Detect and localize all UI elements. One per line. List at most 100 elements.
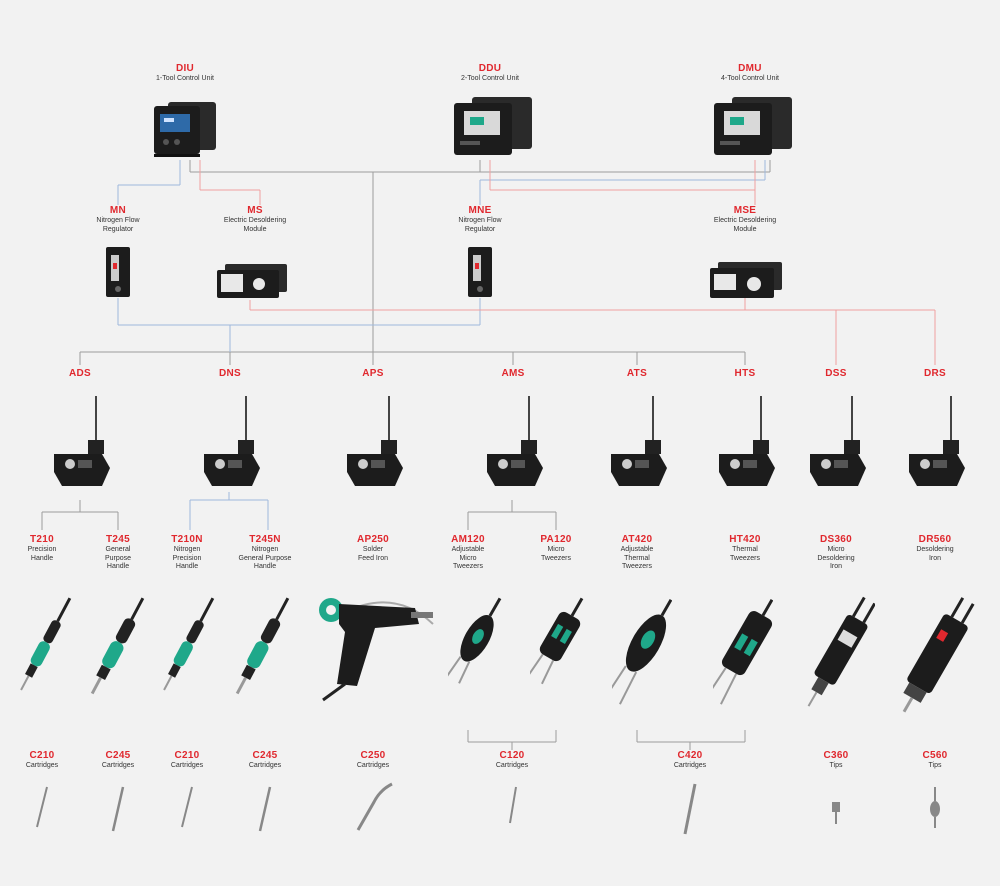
control-unit-ddu: DDU 2-Tool Control Unit: [430, 63, 550, 84]
c560-tip-image: [930, 787, 940, 828]
handle-code: DR560: [918, 534, 952, 545]
stand-code: ATS: [626, 368, 648, 379]
handle-ht420: HT420 Thermal Tweezers: [685, 534, 805, 563]
ms-module-image: [217, 264, 287, 298]
handle-code: AM120: [451, 534, 485, 545]
cartridge-code: C245: [105, 750, 131, 761]
cartridge-c360: C360 Tips: [776, 750, 896, 771]
cartridge-c250: C250 Cartridges: [313, 750, 433, 771]
stand-ads: ADS: [20, 368, 140, 380]
ads-stand-image: [54, 396, 110, 486]
cartridge-code: C420: [677, 750, 703, 761]
handle-am120: AM120 Adjustable Micro Tweezers: [408, 534, 528, 572]
unit-code: DDU: [478, 63, 502, 74]
c250-cartridge-image: [356, 782, 393, 831]
stand-ams: AMS: [453, 368, 573, 380]
module-code: MS: [247, 205, 263, 216]
handle-pa120: PA120 Micro Tweezers: [496, 534, 616, 563]
mse-module-image: [710, 262, 782, 298]
handle-ap250: AP250 Solder Feed Iron: [313, 534, 433, 563]
module-ms: MS Electric Desoldering Module: [195, 205, 315, 234]
cartridge-code: C360: [823, 750, 849, 761]
diu-station-image: [154, 102, 216, 157]
handle-code: HT420: [729, 534, 761, 545]
cartridge-c120: C120 Cartridges: [452, 750, 572, 771]
cartridge-desc: Cartridges: [101, 762, 135, 769]
module-desc: Electric Desoldering Module: [223, 217, 287, 233]
am120-tweezers-image: [448, 597, 502, 684]
ap250-iron-image: [319, 598, 434, 702]
t245-handle-image: [90, 597, 145, 695]
module-code: MN: [109, 205, 127, 216]
hts-stand-image: [719, 396, 775, 486]
handle-at420: AT420 Adjustable Thermal Tweezers: [577, 534, 697, 572]
control-unit-diu: DIU 1-Tool Control Unit: [125, 63, 245, 84]
stand-code: DSS: [825, 368, 847, 379]
cartridge-code: C250: [360, 750, 386, 761]
c360-tip-image: [832, 802, 840, 824]
c210-cartridge-image: [36, 786, 48, 828]
c245-n-cartridge-image: [258, 786, 272, 832]
cartridge-desc: Tips: [829, 762, 843, 769]
cartridge-code: C210: [174, 750, 200, 761]
c210-n-cartridge-image: [181, 786, 193, 828]
handle-code: T245: [106, 534, 130, 545]
unit-code: DIU: [175, 63, 195, 74]
pa120-tweezers-image: [530, 597, 584, 685]
stand-dss: DSS: [776, 368, 896, 380]
module-desc: Electric Desoldering Module: [713, 217, 777, 233]
handle-code: AT420: [621, 534, 653, 545]
ddu-station-image: [454, 97, 532, 155]
cartridge-code: C245: [252, 750, 278, 761]
stand-code: APS: [362, 368, 384, 379]
handle-t210: T210 Precision Handle: [0, 534, 102, 563]
handle-desc: Nitrogen Precision Handle: [172, 546, 202, 570]
cartridge-desc: Cartridges: [248, 762, 282, 769]
mne-module-image: [468, 247, 492, 297]
stand-code: DRS: [923, 368, 946, 379]
module-code: MSE: [733, 205, 757, 216]
handle-desc: Thermal Tweezers: [730, 546, 760, 562]
cartridge-desc: Cartridges: [495, 762, 529, 769]
c245-cartridge-image: [111, 786, 125, 832]
dns-stand-image: [204, 396, 260, 486]
ds360-iron-image: [807, 596, 875, 707]
handle-desc: Adjustable Thermal Tweezers: [620, 546, 654, 570]
handle-desc: Nitrogen General Purpose Handle: [238, 546, 292, 570]
handle-desc: Adjustable Micro Tweezers: [451, 546, 485, 570]
cartridge-desc: Cartridges: [170, 762, 204, 769]
dss-stand-image: [810, 396, 866, 486]
stand-hts: HTS: [685, 368, 805, 380]
handle-desc: Desoldering Iron: [916, 546, 954, 562]
stand-code: AMS: [501, 368, 525, 379]
cartridge-c420: C420 Cartridges: [630, 750, 750, 771]
handle-desc: Solder Feed Iron: [358, 546, 388, 562]
stand-aps: APS: [313, 368, 433, 380]
cartridge-desc: Cartridges: [673, 762, 707, 769]
module-code: MNE: [468, 205, 492, 216]
handle-code: T245N: [249, 534, 281, 545]
cartridge-c560: C560 Tips: [875, 750, 995, 771]
cartridge-code: C560: [922, 750, 948, 761]
module-mn: MN Nitrogen Flow Regulator: [58, 205, 178, 234]
handle-t210n: T210N Nitrogen Precision Handle: [127, 534, 247, 572]
cartridge-code: C120: [499, 750, 525, 761]
drs-stand-image: [909, 396, 965, 486]
c120-cartridge-image: [509, 786, 517, 824]
cartridge-c245-n: C245 Cartridges: [205, 750, 325, 771]
stand-ats: ATS: [577, 368, 697, 380]
handle-t245n: T245N Nitrogen General Purpose Handle: [205, 534, 325, 572]
module-desc: Nitrogen Flow Regulator: [458, 217, 502, 233]
handle-code: T210N: [171, 534, 203, 545]
handle-code: AP250: [356, 534, 390, 545]
mn-module-image: [106, 247, 130, 297]
cartridge-c210-n: C210 Cartridges: [127, 750, 247, 771]
handle-t245: T245 General Purpose Handle: [58, 534, 178, 572]
stand-dns: DNS: [170, 368, 290, 380]
ht420-tweezers-image: [713, 599, 773, 705]
cartridge-code: C210: [29, 750, 55, 761]
cartridge-desc: Cartridges: [356, 762, 390, 769]
dmu-station-image: [714, 97, 792, 155]
unit-desc: 4-Tool Control Unit: [721, 75, 779, 82]
